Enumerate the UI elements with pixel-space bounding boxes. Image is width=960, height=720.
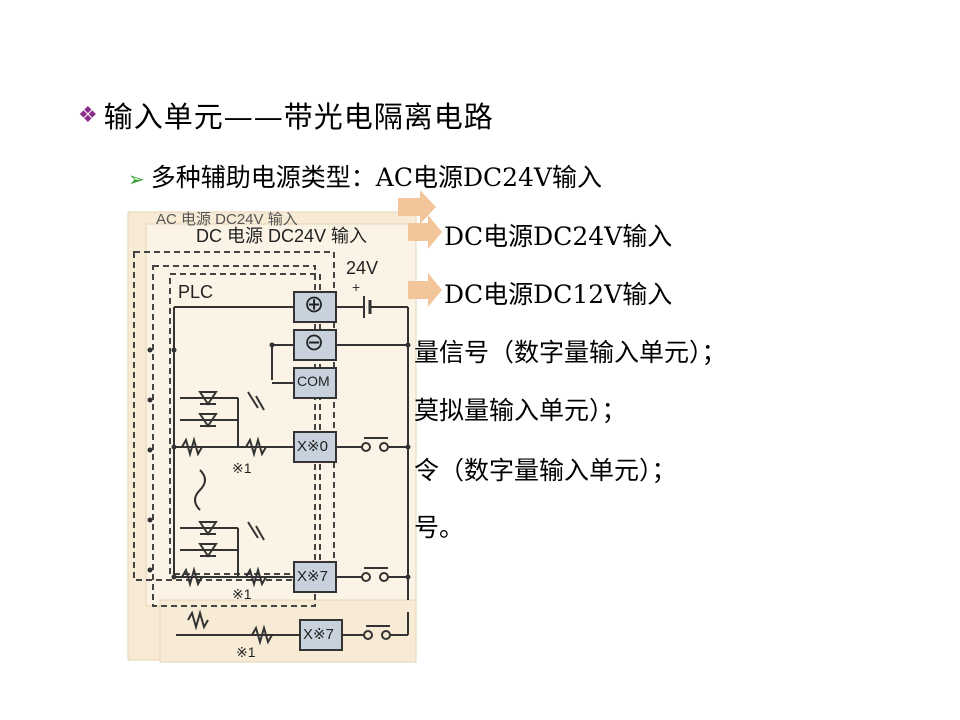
note-marker-1: ※1 xyxy=(232,460,252,476)
bullet-line-4: 量信号（数字量输入单元）； xyxy=(414,338,727,367)
front-panel xyxy=(145,223,417,607)
slide-title: ❖ 输入单元——带光电隔离电路 xyxy=(78,94,494,136)
title-text: 输入单元——带光电隔离电路 xyxy=(103,100,494,134)
front-panel-label: DC 电源 DC24V 输入 xyxy=(196,226,368,246)
com-terminal-label: COM xyxy=(297,373,330,389)
x7b-terminal-label: X※7 xyxy=(303,626,334,643)
note-marker-3: ※1 xyxy=(236,644,256,660)
plc-dashed-box-back xyxy=(133,251,335,581)
bullet-line-7: 号。 xyxy=(414,513,465,542)
voltage-label: 24V xyxy=(346,258,379,278)
arrow-shape-3 xyxy=(408,273,442,307)
bullet-text-1: 多种辅助电源类型：AC电源DC24V输入 xyxy=(150,163,602,192)
bullet-line-6: 令（数字量输入单元）； xyxy=(414,456,677,485)
bullet-line-1: ➢多种辅助电源类型：AC电源DC24V输入 xyxy=(128,158,602,194)
arrow-shape-1 xyxy=(398,190,436,224)
arrow-shape-2 xyxy=(408,215,442,249)
plus-terminal-icon: ⊕ xyxy=(304,291,325,318)
terminal-plus xyxy=(293,291,337,323)
minus-terminal-icon: ⊖ xyxy=(304,329,325,356)
plc-label: PLC xyxy=(178,282,214,302)
plc-dashed-box-inner xyxy=(169,273,321,575)
diamond-bullet-icon: ❖ xyxy=(78,102,98,128)
terminal-x7b xyxy=(299,619,343,651)
arrow-bullet-icon: ➢ xyxy=(128,167,145,191)
terminal-minus xyxy=(293,329,337,361)
bullet-line-3: DC电源DC12V输入 xyxy=(444,280,673,309)
lower-panel xyxy=(159,599,417,663)
bullet-line-5: 莫拟量输入单元）； xyxy=(414,396,627,425)
svg-text:+: + xyxy=(352,279,360,295)
x0-terminal-label: X※0 xyxy=(297,438,328,455)
terminal-com xyxy=(293,367,337,399)
x7-terminal-label: X※7 xyxy=(297,568,328,585)
bullet-line-2: DC电源DC24V输入 xyxy=(444,222,673,251)
note-marker-2: ※1 xyxy=(232,586,252,602)
back-panel-label: AC 电源 DC24V 输入 xyxy=(156,211,298,228)
